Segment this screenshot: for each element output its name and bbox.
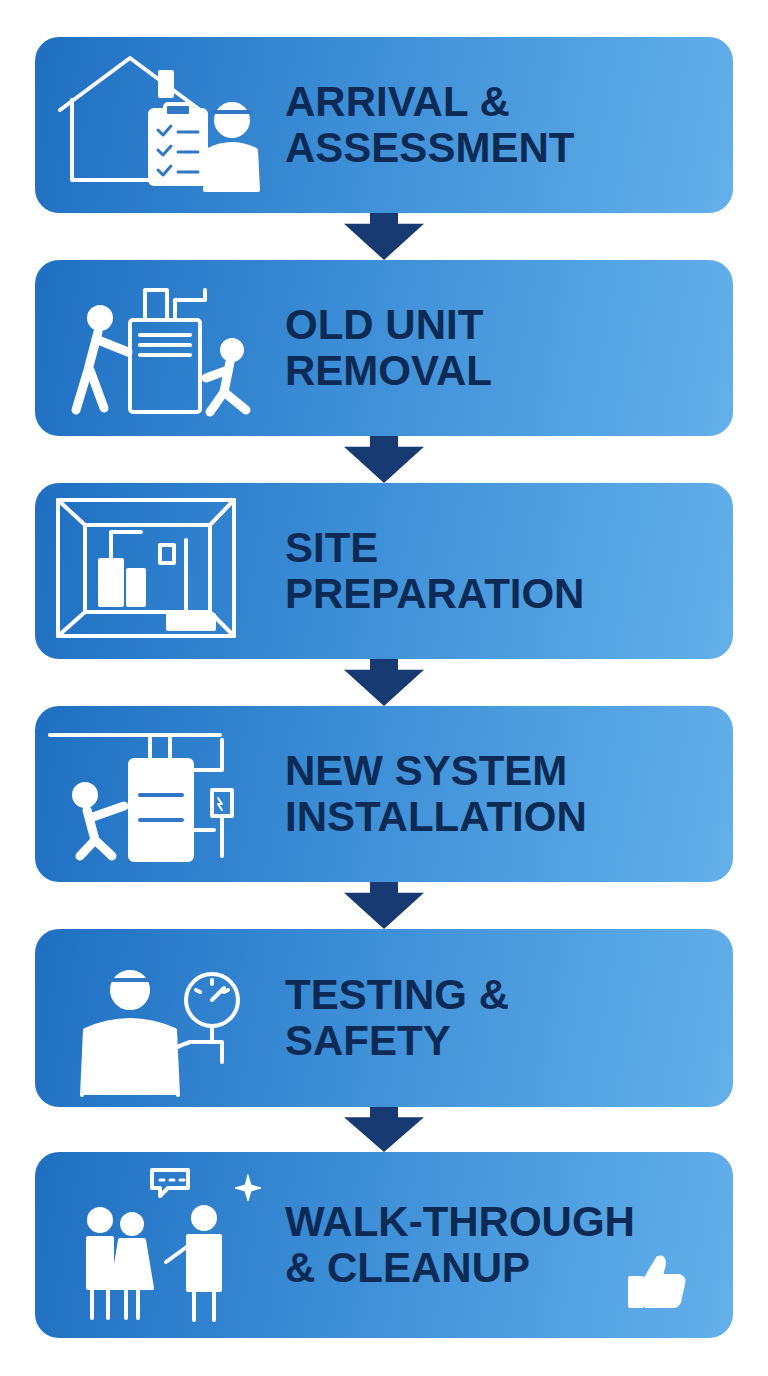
arrow-head — [344, 447, 424, 483]
arrow-shaft — [370, 213, 398, 225]
flow-arrow — [344, 882, 424, 929]
arrow-shaft — [370, 436, 398, 448]
process-box: TESTING & SAFETY — [35, 929, 733, 1107]
house-icon — [60, 58, 258, 190]
arrow-head — [344, 1117, 424, 1152]
process-box: OLD UNIT REMOVAL — [35, 260, 733, 436]
installation-icon — [50, 735, 232, 860]
arrow-shaft — [370, 1107, 398, 1118]
gauge-technician-icon — [82, 972, 238, 1095]
flow-arrow — [344, 1107, 424, 1152]
arrow-head — [344, 224, 424, 260]
arrow-head — [344, 670, 424, 706]
furnace-removal-icon — [76, 290, 246, 412]
step-label: WALK-THROUGH & CLEANUP — [285, 1199, 670, 1291]
arrow-head — [344, 893, 424, 929]
process-box: WALK-THROUGH & CLEANUP — [35, 1152, 733, 1338]
process-box: ARRIVAL & ASSESSMENT — [35, 37, 733, 213]
step-label: ARRIVAL & ASSESSMENT — [285, 79, 670, 171]
arrow-shaft — [370, 882, 398, 894]
walkthrough-icon — [88, 1170, 684, 1320]
process-box: NEW SYSTEM INSTALLATION — [35, 706, 733, 882]
arrow-shaft — [370, 659, 398, 671]
step-label: TESTING & SAFETY — [285, 972, 670, 1064]
step-label: SITE PREPARATION — [285, 525, 670, 617]
step-label: NEW SYSTEM INSTALLATION — [285, 748, 670, 840]
room-icon — [58, 500, 234, 636]
flow-arrow — [344, 659, 424, 706]
flow-arrow — [344, 213, 424, 260]
process-box: SITE PREPARATION — [35, 483, 733, 659]
step-label: OLD UNIT REMOVAL — [285, 302, 670, 394]
flow-arrow — [344, 436, 424, 483]
thumbs-up-icon — [630, 1258, 684, 1306]
